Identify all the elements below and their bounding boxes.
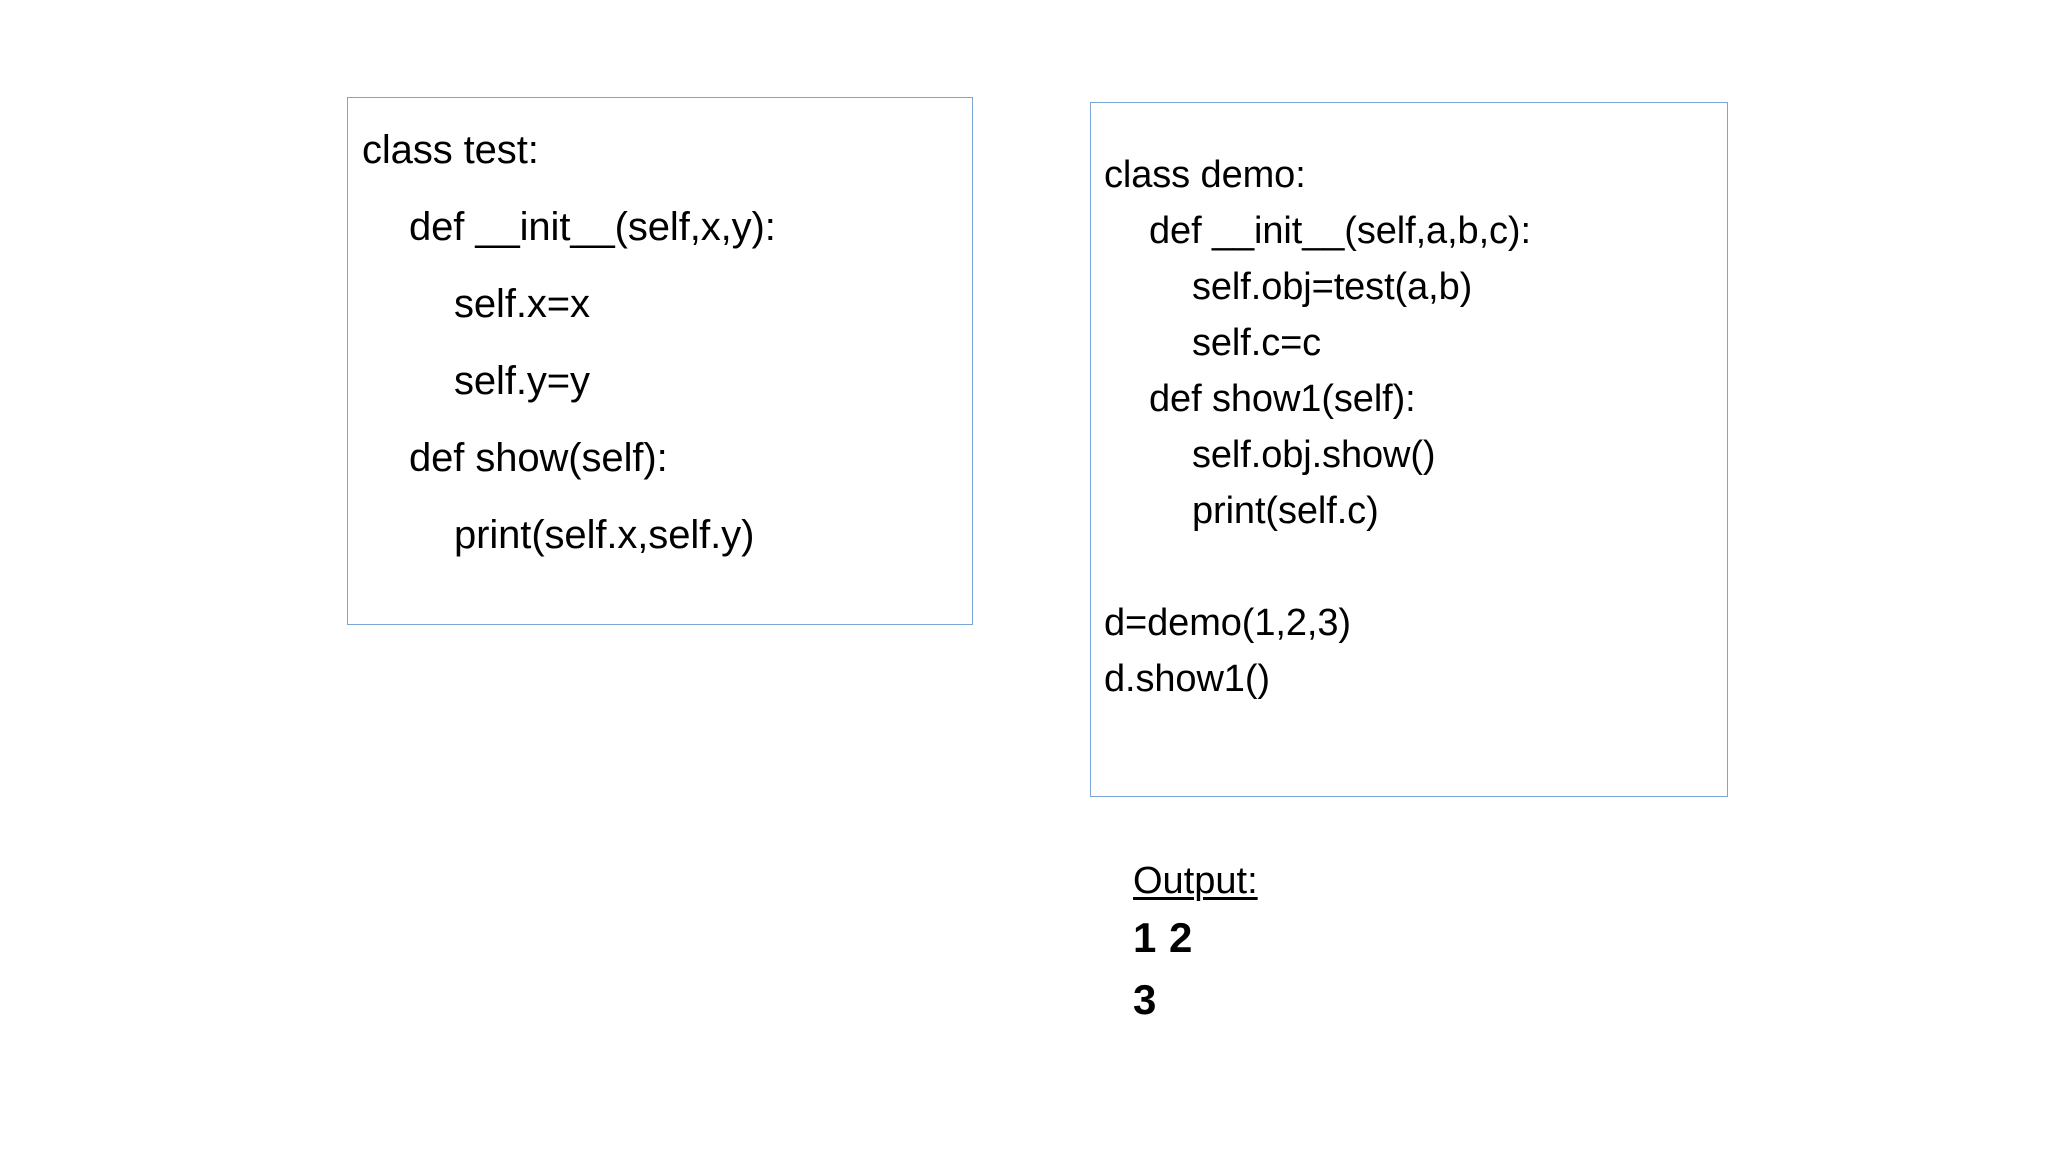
code-line: self.obj.show(): [1192, 434, 1436, 476]
code-line: self.c=c: [1192, 322, 1322, 364]
code-line: print(self.c): [1192, 490, 1379, 532]
output-label: Output:: [1133, 860, 1258, 902]
output-line: 1 2: [1133, 914, 1193, 961]
output-label-wrap: Output:: [1133, 855, 1573, 907]
code-box-class-demo: class demo: def __init__(self,a,b,c): se…: [1090, 102, 1728, 797]
code-line: print(self.x,self.y): [454, 513, 755, 557]
code-line: def show1(self):: [1149, 378, 1416, 420]
code-lines-left: class test: def __init__(self,x,y): self…: [348, 98, 972, 574]
code-box-class-test: class test: def __init__(self,x,y): self…: [347, 97, 973, 625]
code-line: class test:: [362, 128, 539, 172]
code-line: self.x=x: [454, 282, 590, 326]
code-line: d.show1(): [1104, 658, 1270, 700]
code-line: self.obj=test(a,b): [1192, 266, 1473, 308]
code-line-blank: [1104, 539, 1727, 595]
code-lines-right: class demo: def __init__(self,a,b,c): se…: [1091, 103, 1727, 707]
code-line: def __init__(self,a,b,c):: [1149, 210, 1531, 252]
code-line: def show(self):: [409, 436, 668, 480]
output-line: 3: [1133, 976, 1157, 1023]
code-line: d=demo(1,2,3): [1104, 602, 1351, 644]
code-line: class demo:: [1104, 154, 1306, 196]
code-line: def __init__(self,x,y):: [409, 205, 776, 249]
code-line: self.y=y: [454, 359, 590, 403]
output-block: Output: 1 2 3: [1133, 855, 1573, 1031]
